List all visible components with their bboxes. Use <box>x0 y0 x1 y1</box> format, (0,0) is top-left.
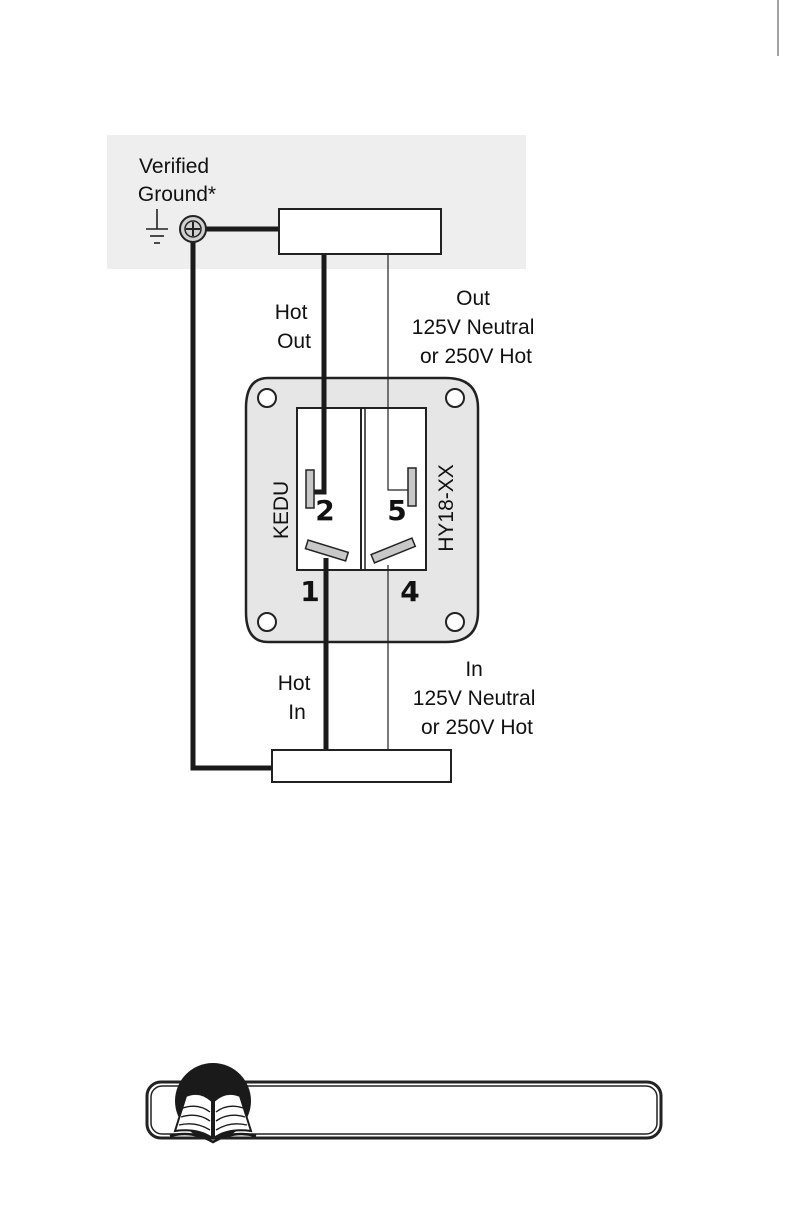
in-label-line: 125V Neutral <box>413 687 536 710</box>
switch-brand-label: KEDU <box>270 481 293 539</box>
terminal-1-label: 1 <box>300 575 319 608</box>
terminal-2-label: 2 <box>315 494 334 527</box>
terminal-5-label: 5 <box>387 494 406 527</box>
line-box-bottom <box>272 750 451 782</box>
out-label-line: or 250V Hot <box>420 345 532 368</box>
load-box-top <box>279 209 441 254</box>
terminal-2-contact <box>306 470 314 508</box>
terminal-4-label: 4 <box>400 575 419 608</box>
switch-model-label: HY18-XX <box>435 464 458 552</box>
ground-label-line: Verified <box>139 155 209 178</box>
in-label: In 125V Neutral or 250V Hot <box>413 658 541 739</box>
mounting-hole <box>446 389 464 407</box>
in-label-line: In <box>465 658 483 681</box>
out-label: Out 125V Neutral or 250V Hot <box>412 287 540 368</box>
mounting-hole <box>446 613 464 631</box>
hot-out-label-line: Out <box>277 330 311 353</box>
out-label-line: Out <box>456 287 490 310</box>
hot-in-label: Hot In <box>278 672 317 724</box>
mounting-hole <box>258 613 276 631</box>
terminal-5-contact <box>408 468 416 506</box>
ground-screw-icon <box>180 216 206 242</box>
ground-label-line: Ground* <box>138 183 216 206</box>
hot-out-label: Hot Out <box>275 301 314 353</box>
open-book-icon <box>170 1063 256 1142</box>
hot-in-label-line: In <box>288 701 306 724</box>
hot-in-label-line: Hot <box>278 672 311 695</box>
out-label-line: 125V Neutral <box>412 316 535 339</box>
hot-out-label-line: Hot <box>275 301 308 324</box>
in-label-line: or 250V Hot <box>421 716 533 739</box>
mounting-hole <box>258 389 276 407</box>
